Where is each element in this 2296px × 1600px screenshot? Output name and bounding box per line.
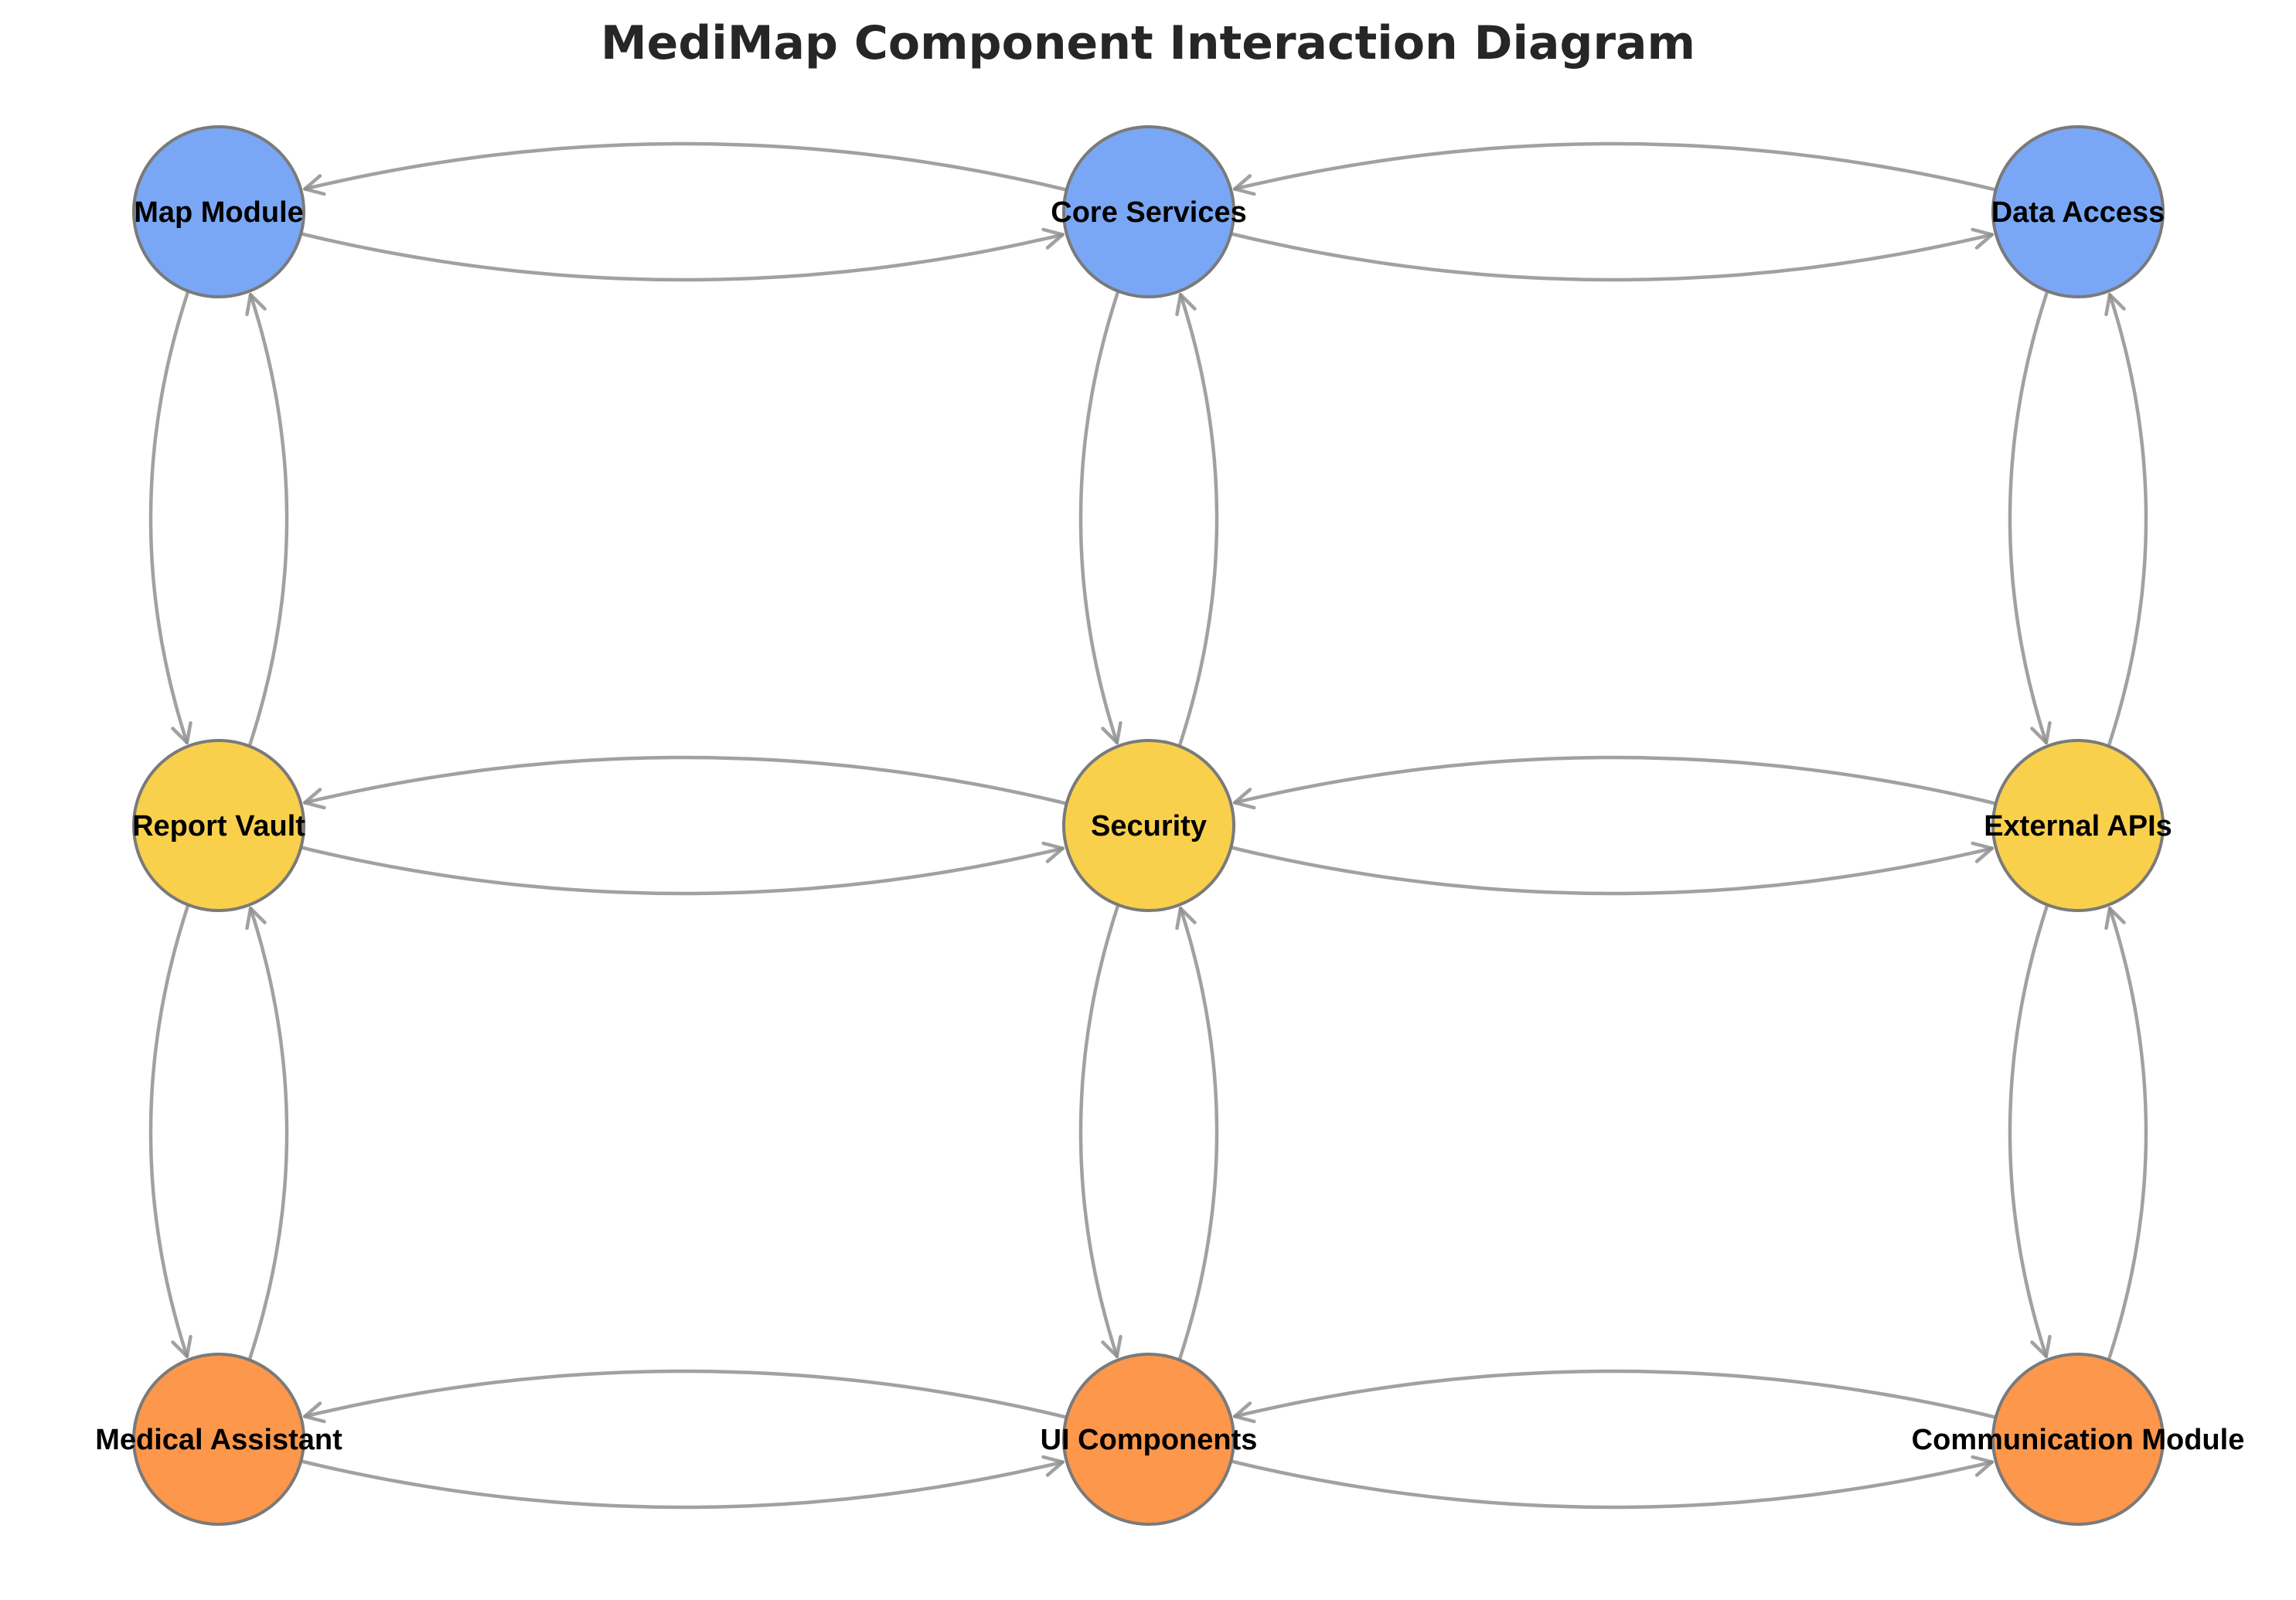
arrowhead-core-to-map [303, 174, 326, 196]
edge-report-to-medical [148, 901, 191, 1359]
arrowhead-external-to-data [2104, 292, 2126, 317]
arrowhead-comm-to-ui [1232, 1401, 1256, 1424]
node-map [132, 125, 305, 298]
labels-layer: Map Module Core Services Data AccessReport… [95, 196, 2244, 1456]
edge-medical-to-ui [298, 1459, 1065, 1510]
node-security [1062, 739, 1235, 912]
arrowhead-ui-to-medical [303, 1401, 326, 1424]
arrowhead-ui-to-security [1175, 906, 1197, 931]
arrowhead-security-to-core [1175, 292, 1197, 317]
arrowhead-medical-to-report [245, 906, 267, 931]
arrowhead-medical-to-ui [1041, 1455, 1065, 1477]
node-report [132, 739, 305, 912]
edge-report-to-map [247, 292, 289, 750]
node-label-ui: UI Components [1041, 1424, 1258, 1456]
edge-data-to-external [2008, 288, 2050, 745]
edge-security-to-core [1177, 292, 1219, 750]
arrowhead-data-to-external [2030, 720, 2052, 745]
node-label-data: Data Access [1991, 196, 2165, 229]
edge-core-to-security [1078, 288, 1121, 745]
arrowhead-map-to-report [171, 720, 192, 745]
node-data [1991, 125, 2165, 298]
edge-external-to-data [2106, 292, 2148, 750]
edge-comm-to-external [2106, 906, 2148, 1363]
edge-core-to-map [303, 141, 1069, 192]
node-label-core: Core Services [1051, 196, 1247, 229]
edge-medical-to-report [247, 906, 289, 1363]
arrowhead-report-to-medical [171, 1334, 192, 1359]
arrowhead-external-to-security [1232, 788, 1256, 810]
node-ui [1062, 1353, 1235, 1526]
arrowhead-security-to-report [303, 788, 326, 810]
node-comm [1991, 1353, 2165, 1526]
edge-security-to-ui [1078, 901, 1121, 1359]
edge-ui-to-comm [1228, 1459, 1995, 1510]
diagram-title: MediMap Component Interaction Diagram [601, 16, 1695, 70]
edge-external-to-security [1232, 755, 1999, 806]
edge-ui-to-security [1177, 906, 1219, 1363]
edge-ui-to-medical [303, 1369, 1069, 1420]
edge-core-to-data [1228, 231, 1995, 282]
node-label-medical: Medical Assistant [95, 1424, 342, 1456]
nodes-layer [132, 125, 2165, 1526]
arrowhead-comm-to-external [2104, 906, 2126, 931]
edges-layer [148, 141, 2148, 1510]
arrowhead-report-to-security [1041, 841, 1065, 863]
node-label-report: Report Vault [132, 810, 305, 843]
node-core [1062, 125, 1235, 298]
arrowhead-security-to-external [1971, 841, 1995, 863]
arrowhead-security-to-ui [1101, 1334, 1122, 1359]
node-label-security: Security [1091, 810, 1207, 843]
edge-map-to-report [148, 288, 191, 745]
node-label-external: External APIs [1984, 810, 2172, 843]
edge-comm-to-ui [1232, 1369, 1999, 1420]
arrowhead-core-to-data [1971, 227, 1995, 250]
arrowhead-report-to-map [245, 292, 267, 317]
node-label-map: Map Module [134, 196, 304, 229]
node-label-comm: Communication Module [1912, 1424, 2245, 1456]
edge-security-to-report [303, 755, 1069, 806]
node-external [1991, 739, 2165, 912]
arrowhead-external-to-comm [2030, 1334, 2052, 1359]
edge-report-to-security [298, 845, 1065, 896]
node-medical [132, 1353, 305, 1526]
arrowhead-map-to-core [1041, 227, 1065, 250]
arrowhead-ui-to-comm [1971, 1455, 1995, 1477]
edge-external-to-comm [2008, 901, 2050, 1359]
arrowhead-data-to-core [1232, 174, 1256, 196]
edge-data-to-core [1232, 141, 1999, 192]
edge-map-to-core [298, 231, 1065, 282]
edge-security-to-external [1228, 845, 1995, 896]
arrowhead-core-to-security [1101, 720, 1122, 745]
